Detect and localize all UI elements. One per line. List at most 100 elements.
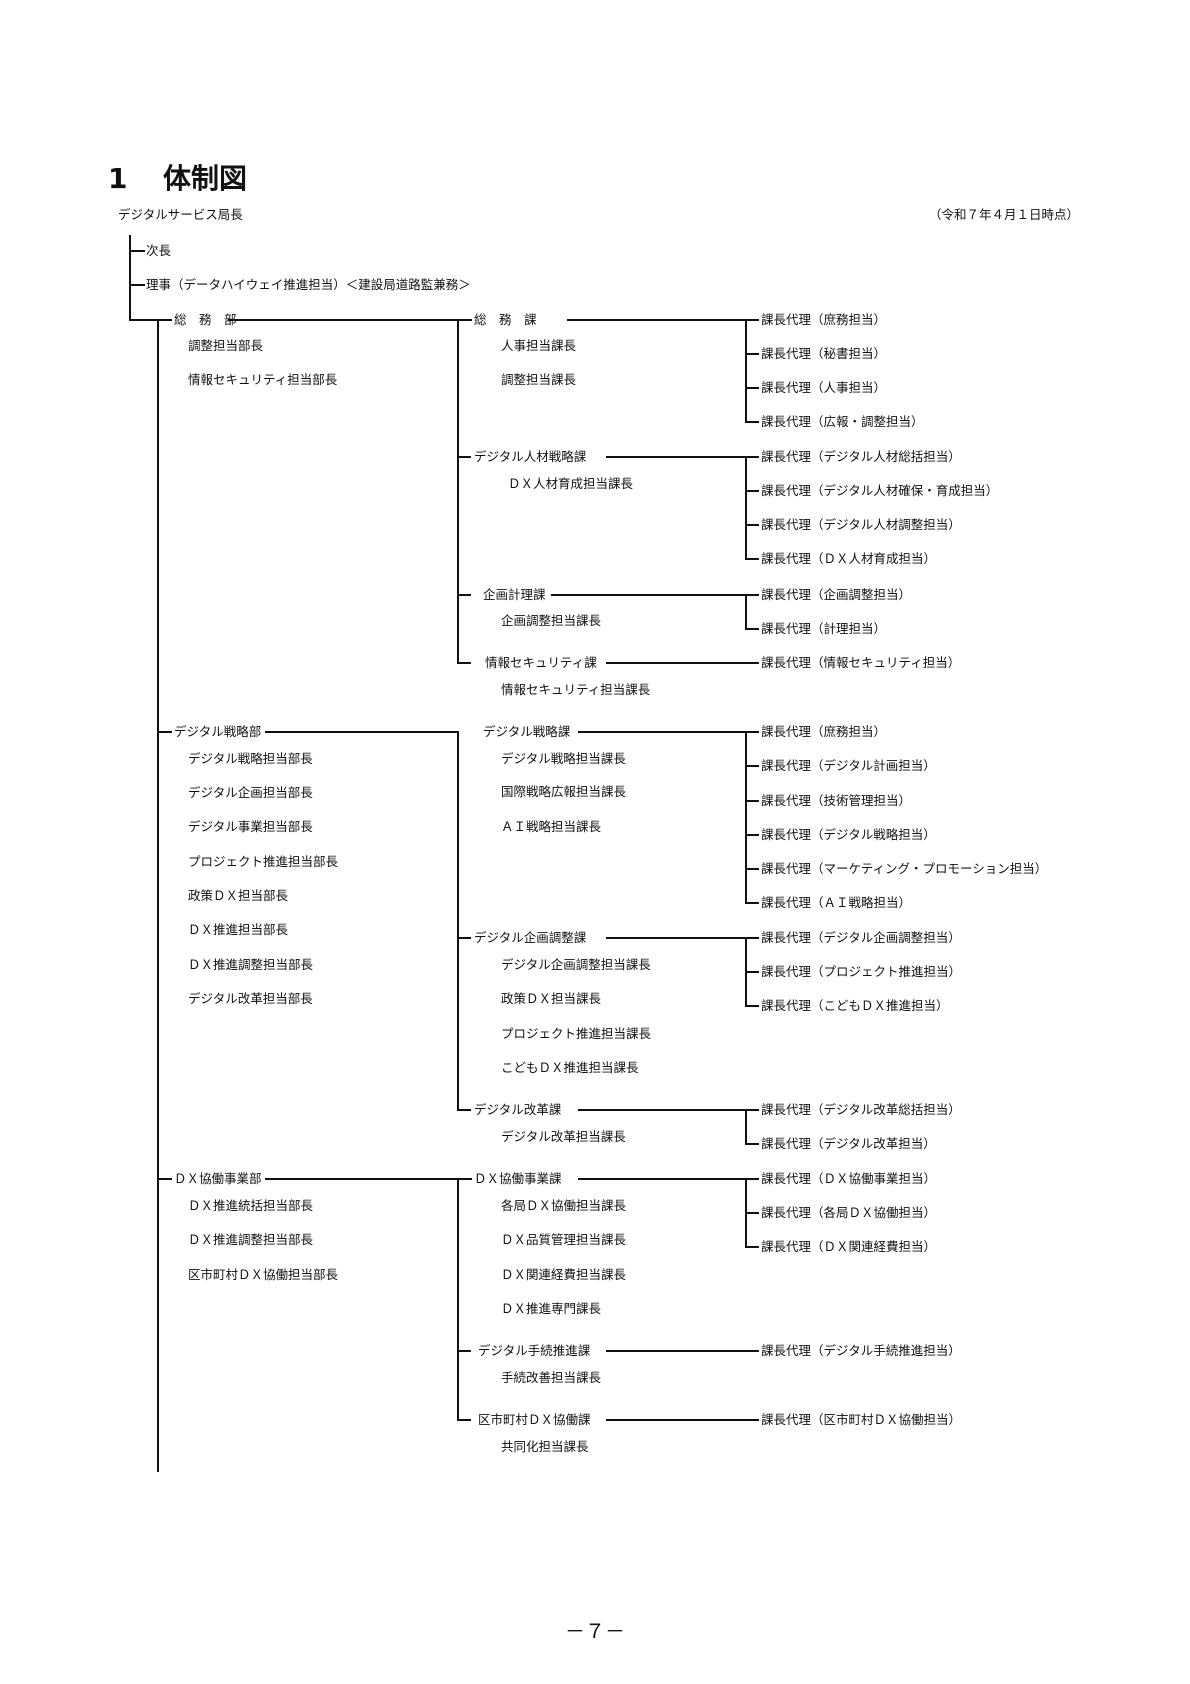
section-subtitle: デジタル企画調整担当課長 <box>501 957 651 972</box>
department-subtitle: 調整担当部長 <box>188 338 264 353</box>
connector-line <box>129 319 172 321</box>
department-subtitle: ＤＸ推進統括担当部長 <box>188 1198 314 1213</box>
connector-line <box>578 731 759 733</box>
connector-line <box>745 765 759 767</box>
department-subtitle: 政策ＤＸ担当部長 <box>188 888 289 903</box>
page-heading: 1 体制図 <box>108 162 247 196</box>
section-subtitle: 手続改善担当課長 <box>501 1370 602 1385</box>
heading-title: 体制図 <box>163 162 248 195</box>
deputy-manager: 課長代理（庶務担当） <box>761 312 887 327</box>
deputy-director: 次長 <box>146 243 172 258</box>
department-name: デジタル戦略部 <box>174 724 262 739</box>
section-name: デジタル戦略課 <box>483 724 571 739</box>
connector-line <box>745 834 759 836</box>
connector-line <box>745 868 759 870</box>
connector-line <box>578 1178 759 1180</box>
section-subtitle: ＡＩ戦略担当課長 <box>501 819 602 834</box>
bureau-chief-title: デジタルサービス局長 <box>118 207 243 222</box>
deputy-manager: 課長代理（デジタル計画担当） <box>761 758 936 773</box>
connector-line <box>157 1178 172 1180</box>
department-subtitle: 情報セキュリティ担当部長 <box>188 372 338 387</box>
connector-line <box>129 284 145 286</box>
section-subtitle: デジタル改革担当課長 <box>501 1129 626 1144</box>
section-subtitle: 企画調整担当課長 <box>501 613 602 628</box>
connector-line <box>228 319 472 321</box>
department-name: ＤＸ協働事業部 <box>174 1171 262 1186</box>
heading-number: 1 <box>108 162 128 195</box>
section-subtitle: ＤＸ関連経費担当課長 <box>501 1267 627 1282</box>
connector-line <box>457 731 459 1111</box>
section-subtitle: ＤＸ人材育成担当課長 <box>508 476 634 491</box>
section-name: ＤＸ協働事業課 <box>474 1171 562 1186</box>
deputy-manager: 課長代理（区市町村ＤＸ協働担当） <box>761 1412 962 1427</box>
deputy-manager: 課長代理（ＡＩ戦略担当） <box>761 895 912 910</box>
connector-line <box>745 628 759 630</box>
section-name: 情報セキュリティ課 <box>485 655 597 670</box>
connector-line <box>745 490 759 492</box>
section-subtitle: 情報セキュリティ担当課長 <box>501 682 651 697</box>
deputy-manager: 課長代理（デジタル戦略担当） <box>761 827 936 842</box>
section-subtitle: ＤＸ推進専門課長 <box>501 1301 602 1316</box>
connector-line <box>745 1005 759 1007</box>
department-subtitle: デジタル企画担当部長 <box>188 785 313 800</box>
section-name: デジタル企画調整課 <box>474 930 587 945</box>
connector-line <box>745 1143 759 1145</box>
section-name: 総 務 課 <box>474 312 537 327</box>
section-name: デジタル手続推進課 <box>478 1343 591 1358</box>
section-subtitle: デジタル戦略担当課長 <box>501 751 626 766</box>
section-subtitle: 人事担当課長 <box>501 338 577 353</box>
connector-line <box>457 1109 471 1111</box>
deputy-manager: 課長代理（ＤＸ人材育成担当） <box>761 551 937 566</box>
connector-line <box>457 456 471 458</box>
connector-line <box>457 937 471 939</box>
department-subtitle: 区市町村ＤＸ協働担当部長 <box>188 1267 339 1282</box>
connector-line <box>551 594 759 596</box>
department-subtitle: ＤＸ推進担当部長 <box>188 922 289 937</box>
connector-line <box>457 1350 471 1352</box>
connector-line <box>265 1178 472 1180</box>
connector-line <box>129 235 131 320</box>
department-subtitle: ＤＸ推進調整担当部長 <box>188 957 314 972</box>
department-subtitle: デジタル改革担当部長 <box>188 991 313 1006</box>
connector-line <box>745 353 759 355</box>
deputy-manager: 課長代理（デジタル改革担当） <box>761 1136 936 1151</box>
section-subtitle: こどもＤＸ推進担当課長 <box>501 1060 639 1075</box>
connector-line <box>745 524 759 526</box>
section-subtitle: プロジェクト推進担当課長 <box>501 1026 652 1041</box>
connector-line <box>606 1350 759 1352</box>
deputy-manager: 課長代理（庶務担当） <box>761 724 887 739</box>
deputy-manager: 課長代理（情報セキュリティ担当） <box>761 655 961 670</box>
section-subtitle: 共同化担当課長 <box>501 1439 589 1454</box>
connector-line <box>457 319 459 664</box>
department-name: 総 務 部 <box>174 312 237 327</box>
connector-line <box>745 971 759 973</box>
connector-line <box>606 937 759 939</box>
deputy-manager: 課長代理（プロジェクト推進担当） <box>761 964 962 979</box>
section-name: デジタル改革課 <box>474 1102 562 1117</box>
deputy-manager: 課長代理（デジタル人材確保・育成担当） <box>761 483 999 498</box>
deputy-manager: 課長代理（デジタル人材総括担当） <box>761 449 961 464</box>
deputy-manager: 課長代理（人事担当） <box>761 380 887 395</box>
department-subtitle: ＤＸ推進調整担当部長 <box>188 1232 314 1247</box>
deputy-manager: 課長代理（広報・調整担当） <box>761 414 924 429</box>
deputy-manager: 課長代理（デジタル人材調整担当） <box>761 517 961 532</box>
connector-line <box>745 1109 747 1144</box>
connector-line <box>606 662 759 664</box>
deputy-manager: 課長代理（各局ＤＸ協働担当） <box>761 1205 937 1220</box>
section-name: 企画計理課 <box>483 587 546 602</box>
connector-line <box>745 800 759 802</box>
page-number: －７－ <box>565 1619 625 1643</box>
deputy-manager: 課長代理（デジタル企画調整担当） <box>761 930 961 945</box>
deputy-manager: 課長代理（ＤＸ協働事業担当） <box>761 1171 937 1186</box>
connector-line <box>745 558 759 560</box>
section-name: 区市町村ＤＸ協働課 <box>478 1412 591 1427</box>
connector-line <box>457 594 471 596</box>
connector-line <box>567 319 759 321</box>
deputy-manager: 課長代理（秘書担当） <box>761 346 887 361</box>
connector-line <box>745 387 759 389</box>
connector-line <box>606 456 759 458</box>
connector-line <box>457 1178 459 1421</box>
department-subtitle: プロジェクト推進担当部長 <box>188 854 339 869</box>
connector-line <box>457 662 471 664</box>
connector-line <box>745 319 747 423</box>
